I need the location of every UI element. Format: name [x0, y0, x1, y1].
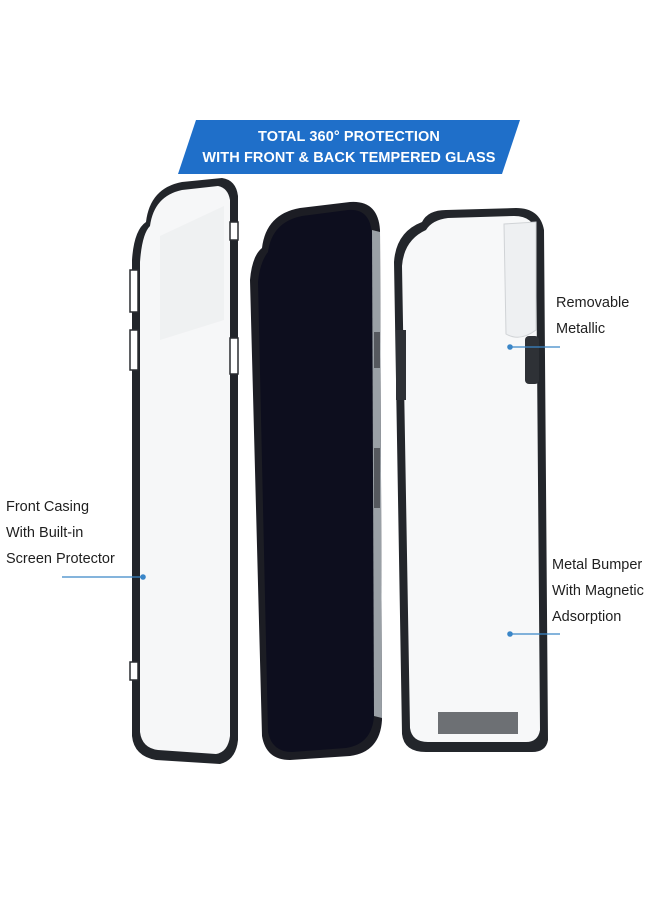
- label-removable-metallic: Removable Metallic: [556, 290, 629, 342]
- banner-line-2: WITH FRONT & BACK TEMPERED GLASS: [202, 150, 496, 166]
- label-metal-bumper-line-3: Adsorption: [552, 609, 622, 625]
- banner-line-1: TOTAL 360° PROTECTION: [258, 129, 440, 145]
- label-front-casing-line-2: With Built-in: [6, 525, 84, 541]
- label-front-casing: Front Casing With Built-in Screen Protec…: [6, 494, 115, 572]
- protection-banner: TOTAL 360° PROTECTION WITH FRONT & BACK …: [178, 120, 520, 174]
- label-removable-line-1: Removable: [556, 295, 630, 311]
- label-metal-bumper: Metal Bumper With Magnetic Adsorption: [552, 552, 644, 630]
- label-removable-line-2: Metallic: [556, 321, 606, 337]
- back-casing: [394, 208, 548, 752]
- banner-background: [178, 120, 520, 174]
- front-casing: [129, 178, 239, 764]
- callout-pointers: [62, 344, 560, 637]
- phone-body: [250, 201, 382, 760]
- banner-text: TOTAL 360° PROTECTION WITH FRONT & BACK …: [178, 127, 520, 169]
- label-front-casing-line-3: Screen Protector: [6, 551, 115, 567]
- label-front-casing-line-1: Front Casing: [6, 499, 90, 515]
- label-metal-bumper-line-2: With Magnetic: [552, 583, 644, 599]
- label-metal-bumper-line-1: Metal Bumper: [552, 557, 643, 573]
